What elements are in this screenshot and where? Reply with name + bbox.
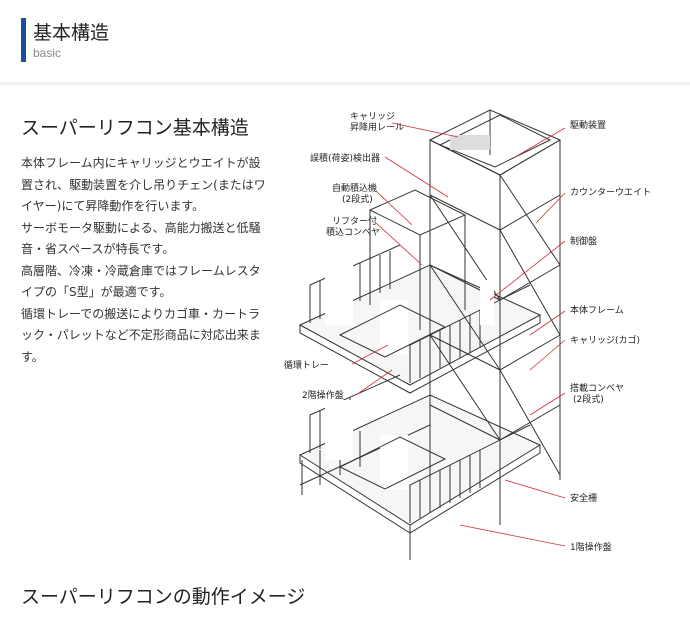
header-title: 基本構造	[33, 22, 110, 44]
label-auto-loader: 自動積込機	[332, 182, 377, 194]
label-carriage-rail: 昇降用レール	[350, 121, 404, 133]
label-carriage-rail: キャリッジ	[350, 112, 395, 122]
label-auto-loader: (2段式)	[342, 193, 373, 205]
label-safety-fence: 安全柵	[570, 492, 597, 504]
label-main-frame: 本体フレーム	[570, 304, 624, 316]
carriage-and-loader	[325, 189, 494, 490]
description-text: 本体フレーム内にキャリッジとウエイトが設置され、駆動装置を介し吊りチェン(または…	[21, 153, 271, 368]
description-paragraph: サーボモータ駆動による、高能力搬送と低騒音・省スペースが特長です。	[21, 220, 261, 257]
description-paragraph: 高層階、冷凍・冷蔵倉庫ではフレームレスタイプの「S型」が最適です。	[21, 263, 261, 300]
section-title-operation-image: スーパーリフコンの動作イメージ	[21, 586, 306, 608]
label-onboard-conveyor: (2段式)	[573, 393, 604, 405]
description-paragraph: 本体フレーム内にキャリッジとウエイトが設置され、駆動装置を介し吊りチェン(または…	[21, 156, 266, 213]
label-circulation-tray: 循環トレー	[284, 359, 329, 371]
header-shadow	[0, 82, 690, 88]
structure-diagram: キャリッジ 昇降用レール 誤積(荷姿)検出器 自動積込機 (2段式) リフター付…	[284, 109, 651, 560]
label-lifter-conveyor: 積込コンベヤ	[326, 226, 380, 238]
label-counterweight: カウンターウエイト	[570, 187, 651, 198]
label-drive-unit: 駆動装置	[570, 119, 606, 131]
section-title-basic-structure: スーパーリフコン基本構造	[21, 117, 249, 139]
header-subtitle: basic	[33, 46, 62, 60]
page-header: 基本構造 basic	[0, 0, 690, 83]
header-accent-bar	[21, 18, 26, 62]
label-carriage-cage: キャリッジ(カゴ)	[570, 334, 640, 346]
label-onboard-conveyor: 搭載コンベヤ	[570, 382, 624, 394]
description-paragraph: 循環トレーでの搬送によりカゴ車・カートラック・パレットなど不定形商品に対応出来ま…	[21, 306, 261, 364]
label-load-detector: 誤積(荷姿)検出器	[310, 152, 380, 164]
leader-lines	[351, 122, 566, 547]
label-panel-2f: 2階操作盤	[302, 389, 344, 401]
label-control-panel: 制御盤	[570, 235, 597, 247]
label-panel-1f: 1階操作盤	[570, 541, 612, 553]
label-lifter-conveyor: リフター付	[332, 216, 377, 227]
